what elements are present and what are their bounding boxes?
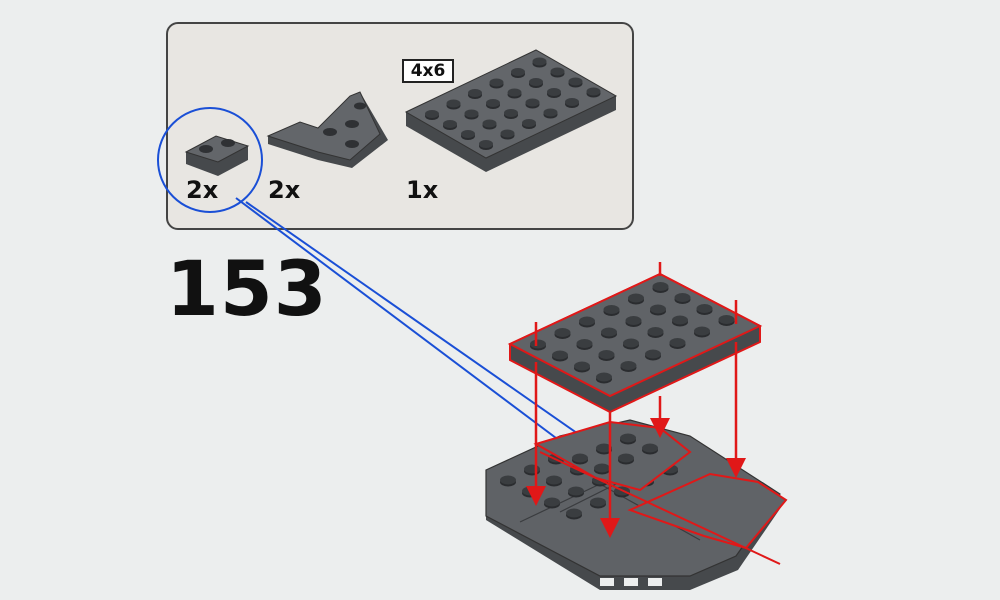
stud-top: [576, 339, 593, 348]
stud-top: [596, 372, 612, 382]
stud-top: [524, 464, 540, 474]
size-label-4x6: 4x6: [402, 59, 454, 83]
stud-top: [507, 88, 522, 97]
assembly-arrows: [534, 262, 738, 522]
part-4x6-plate: [404, 49, 618, 172]
stud-top: [645, 349, 661, 359]
stud-top: [652, 282, 669, 291]
stud-top: [601, 327, 617, 337]
stud-top: [479, 140, 493, 148]
stud-top: [566, 508, 582, 518]
part-1x2-plate: [184, 135, 250, 176]
stud-top: [579, 316, 595, 326]
stud-top: [568, 486, 584, 496]
qty-wedge-plate: 2x: [268, 176, 301, 204]
qty-4x6-plate: 1x: [406, 176, 439, 204]
assembly-top-plate: [507, 272, 763, 414]
stud-top: [554, 328, 571, 337]
stud-top: [464, 109, 479, 118]
stud-top: [596, 443, 612, 453]
stud-top: [446, 99, 461, 108]
stud-top: [511, 68, 525, 76]
stud-top: [525, 98, 540, 107]
stud-top: [532, 57, 547, 66]
stud-top: [642, 443, 658, 453]
stud-top: [586, 87, 601, 96]
stud-top: [443, 120, 457, 128]
stud-top: [696, 304, 713, 313]
stud-top: [574, 361, 590, 371]
stud-top: [547, 88, 561, 96]
stud-top: [500, 475, 516, 485]
stud-top: [669, 338, 686, 347]
stud-top: [694, 326, 710, 336]
stud-top: [529, 78, 543, 86]
stud-top: [530, 339, 546, 349]
stud-top: [544, 497, 560, 507]
qty-1x2-plate: 2x: [186, 176, 219, 204]
stud-top: [552, 350, 568, 360]
stud-top: [598, 350, 615, 359]
stud-top: [546, 475, 562, 485]
stud-top: [620, 361, 637, 370]
stud-top: [482, 119, 497, 128]
stud-top: [590, 497, 606, 507]
stud-top: [550, 67, 565, 76]
stud-top: [650, 304, 666, 314]
stud-top: [647, 327, 664, 336]
stud-top: [718, 315, 735, 324]
stud-top: [568, 77, 583, 86]
new-wedge-right: [627, 472, 788, 550]
stud-top: [461, 130, 475, 138]
stud-top: [543, 108, 558, 117]
stud-top: [594, 463, 610, 473]
stud-top: [672, 315, 688, 325]
stud-top: [623, 338, 639, 348]
stud-top: [620, 433, 636, 443]
part-wedge-plate: [266, 91, 388, 168]
stud-top: [489, 78, 504, 87]
stud-top: [618, 453, 634, 463]
stud-top: [486, 99, 500, 107]
stud-top: [504, 109, 518, 117]
stud-top: [500, 129, 515, 138]
stud-top: [522, 119, 536, 127]
stud-top: [565, 98, 579, 106]
step-number: 153: [166, 244, 328, 333]
stud-top: [603, 305, 620, 314]
stud-top: [625, 316, 642, 325]
stud-top: [674, 293, 691, 302]
stud-top: [572, 453, 588, 463]
stud-top: [468, 89, 482, 97]
stud-top: [425, 110, 439, 118]
stud-top: [628, 293, 644, 303]
